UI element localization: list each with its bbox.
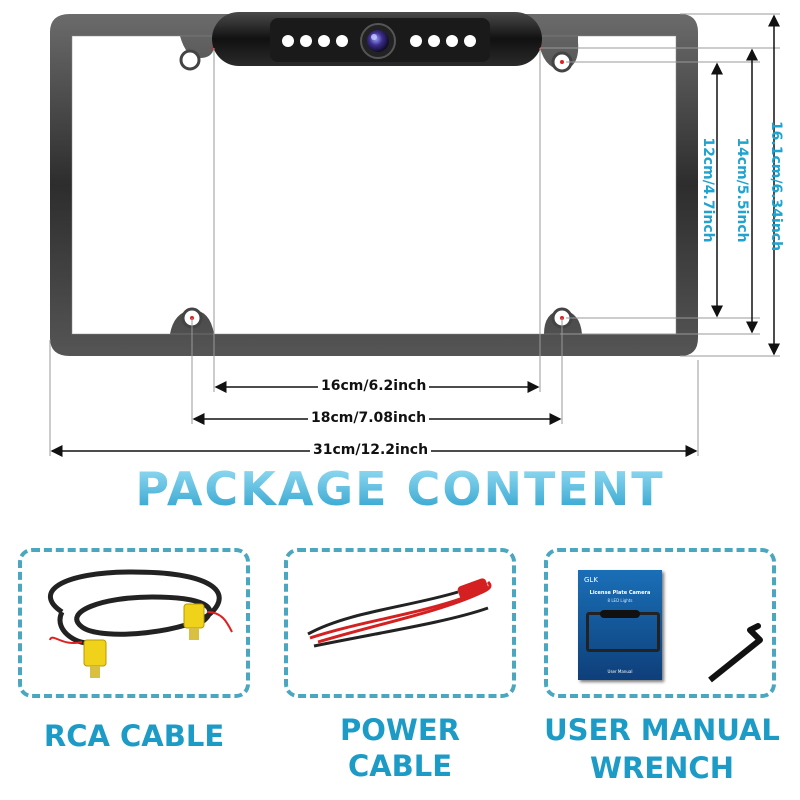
package-content-title: PACKAGE CONTENT — [0, 462, 800, 516]
led-lights — [282, 35, 476, 47]
wrench-label: WRENCH — [590, 751, 734, 785]
power-cable-image — [307, 578, 492, 648]
manual-footer: User Manual — [607, 669, 633, 674]
power-cable-label-line2: CABLE — [347, 749, 453, 783]
license-plate-frame-diagram — [49, 12, 780, 457]
dim-inner-width-label: 16cm/6.2inch — [318, 378, 430, 394]
rca-cable-image — [47, 569, 233, 678]
dim-total-width-label: 31cm/12.2inch — [310, 442, 432, 458]
camera-bar — [212, 12, 542, 66]
dim-hole-height-label: 14cm/5.5inch — [734, 137, 750, 243]
user-manual-box: GLK License Plate Camera 8 LED Lights Us… — [544, 548, 776, 698]
user-manual-booklet: GLK License Plate Camera 8 LED Lights Us… — [578, 570, 662, 680]
manual-title: License Plate Camera — [589, 590, 651, 596]
rca-cable-label: RCA CABLE — [43, 719, 225, 753]
power-cable-label-line1: POWER — [339, 713, 461, 747]
mount-hole-top-left — [179, 49, 201, 71]
dim-hole-width-label: 18cm/7.08inch — [308, 410, 430, 426]
manual-subtitle: 8 LED Lights — [607, 598, 633, 603]
power-cable-box — [284, 548, 516, 698]
manual-brand: GLK — [584, 576, 598, 584]
user-manual-label: USER MANUAL — [544, 713, 780, 747]
dim-total-height-label: 16.1cm/6.34inch — [768, 120, 784, 252]
rca-cable-box — [18, 548, 250, 698]
wrench-image — [708, 623, 763, 683]
dim-inner-height-label: 12cm/4.7inch — [700, 137, 716, 243]
